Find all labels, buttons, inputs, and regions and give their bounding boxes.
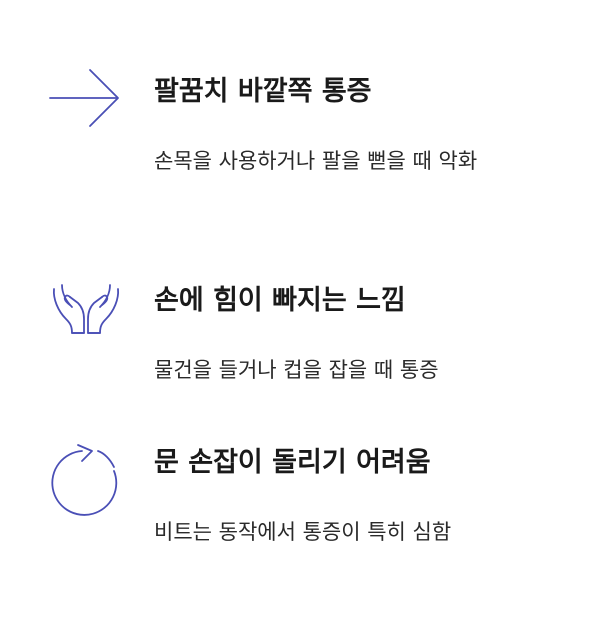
symptom-description: 물건을 들거나 컵을 잡을 때 통증 <box>154 358 439 382</box>
symptom-description: 비트는 동작에서 통증이 특히 심함 <box>154 520 452 544</box>
symptom-title: 손에 힘이 빠지는 느낌 <box>154 285 406 316</box>
symptom-title: 팔꿈치 바깥쪽 통증 <box>154 76 372 107</box>
open-hands-icon <box>48 271 124 347</box>
rotate-icon <box>48 441 124 517</box>
symptom-description: 손목을 사용하거나 팔을 뻗을 때 악화 <box>154 149 478 173</box>
symptom-title: 문 손잡이 돌리기 어려움 <box>154 447 431 478</box>
arrow-right-icon <box>48 62 124 138</box>
